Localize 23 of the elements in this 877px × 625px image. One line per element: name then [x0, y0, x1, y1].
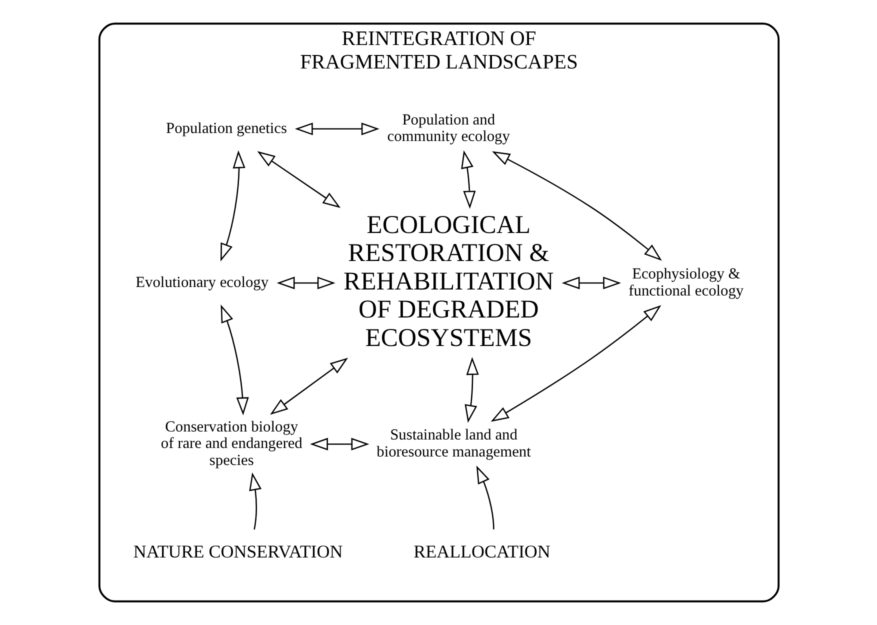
- arrow: [256, 151, 340, 208]
- node-text: Sustainable land and bioresource management: [376, 426, 530, 460]
- node-text: Conservation biology of rare and endangered species: [160, 418, 302, 469]
- arrow: [464, 356, 478, 423]
- arrow: [460, 150, 476, 209]
- arrow: [491, 151, 662, 261]
- arrow: [490, 305, 661, 422]
- arrow: [294, 122, 379, 136]
- arrow: [220, 150, 245, 262]
- arrow: [309, 438, 369, 450]
- node-text: Ecophysiology & functional ecology: [628, 266, 744, 300]
- arrow: [248, 472, 262, 530]
- arrow: [561, 276, 621, 290]
- arrow: [270, 358, 348, 415]
- node-text: ECOLOGICAL RESTORATION & REHABILITATION OF DEGRADED ECOSYSTEMS: [342, 210, 554, 352]
- arrow: [476, 466, 494, 530]
- node-text: REALLOCATION: [413, 541, 550, 562]
- node-text: Population and community ecology: [386, 112, 510, 146]
- arrow: [220, 304, 248, 416]
- node-text: NATURE CONSERVATION: [132, 541, 342, 562]
- node-text: Population genetics: [166, 120, 286, 137]
- arrow: [276, 276, 335, 290]
- node-text: Evolutionary ecology: [135, 274, 268, 291]
